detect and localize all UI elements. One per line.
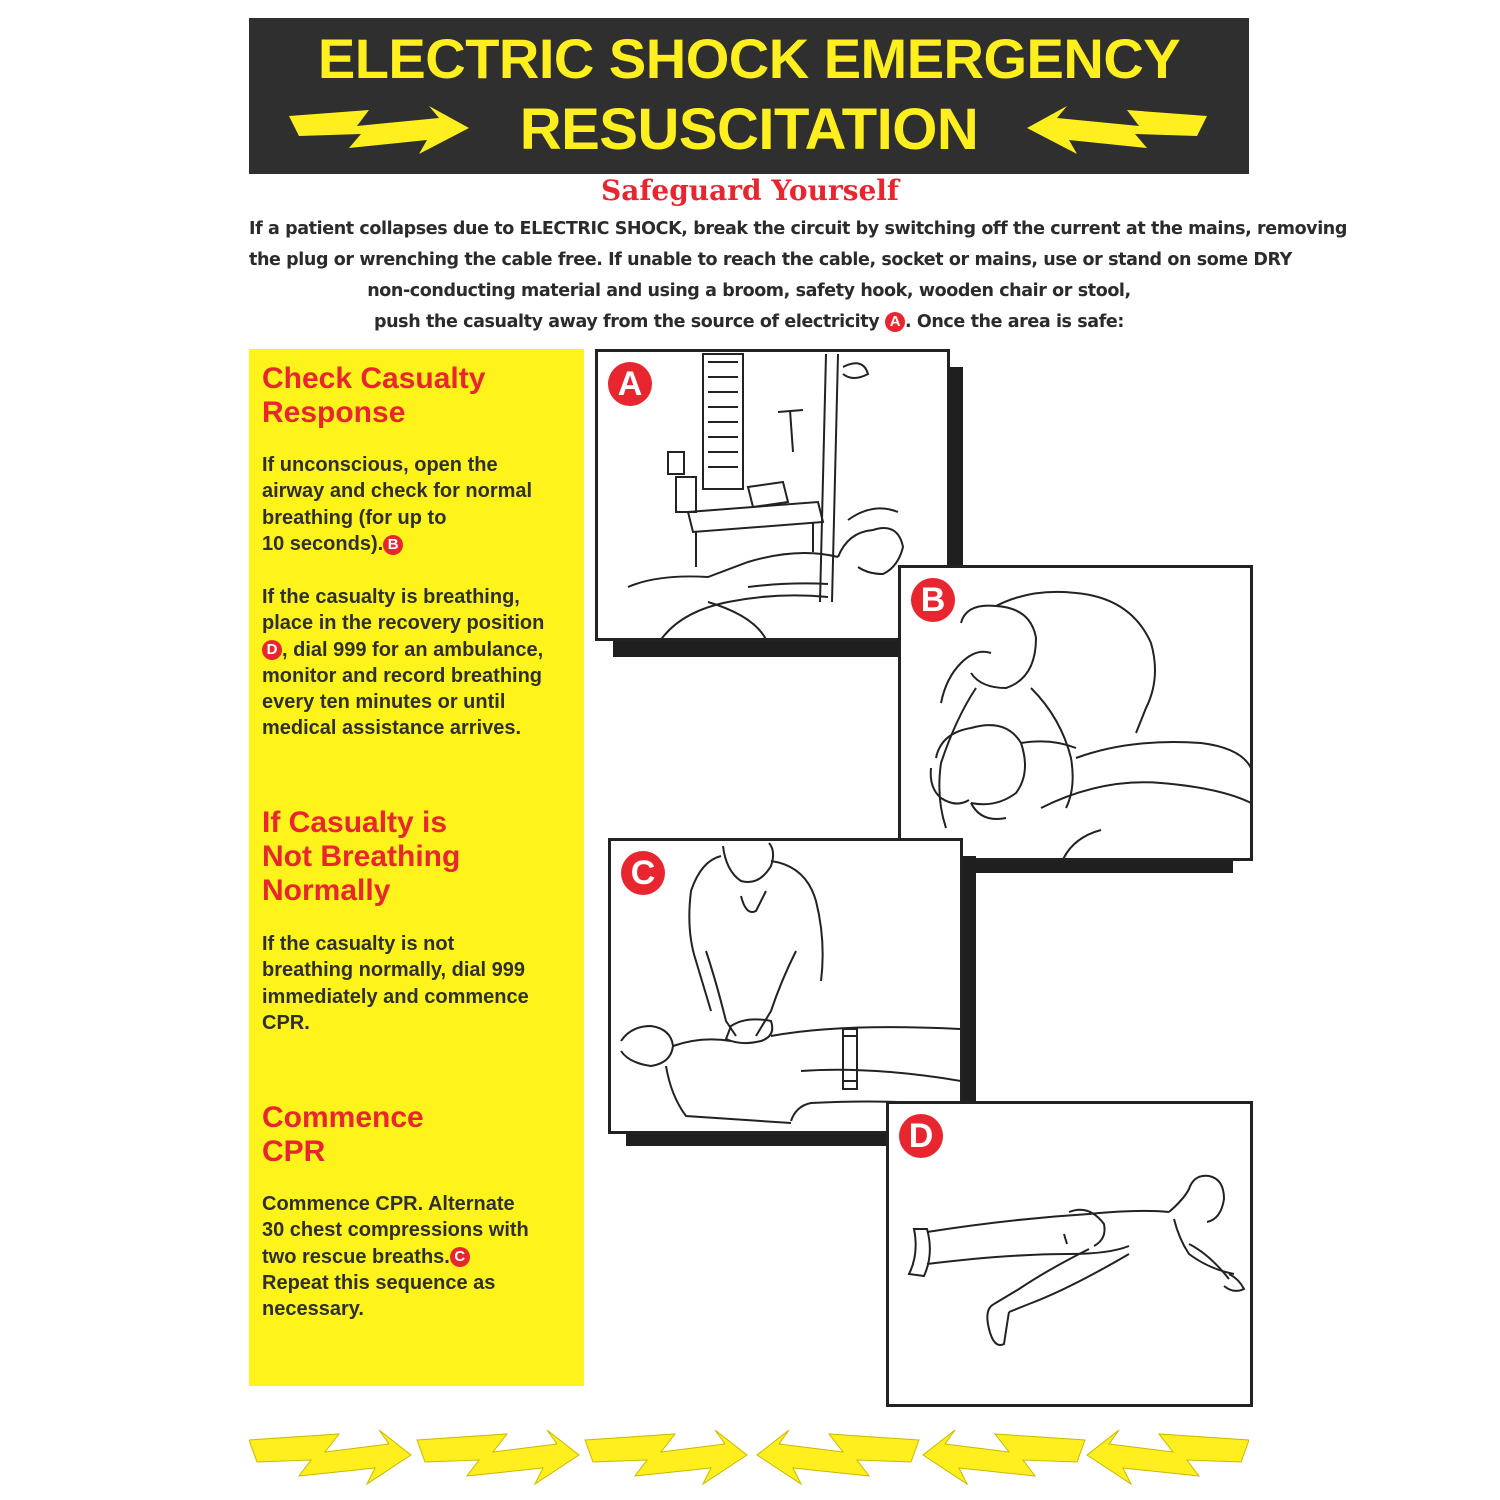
not-breathing-text: If the casualty is not breathing normall… [262, 931, 582, 1036]
recovery-position-text: If the casualty is breathing, place in t… [262, 584, 582, 742]
lightning-bolt-right-icon [289, 106, 469, 154]
heading-line: Check Casualty [262, 362, 486, 395]
illustration-b-label: B [911, 578, 955, 622]
body-line: CPR. [262, 1011, 310, 1034]
body-text: two rescue breaths. [262, 1245, 450, 1268]
body-line: necessary. [262, 1298, 364, 1321]
subtitle: Safeguard Yourself [601, 174, 899, 207]
body-line: every ten minutes or until [262, 691, 506, 714]
body-line: medical assistance arrives. [262, 717, 522, 740]
body-line: If the casualty is breathing, [262, 586, 520, 608]
illustration-b-frame: B [898, 565, 1253, 861]
step-badge-c: C [449, 1247, 470, 1268]
illustration-c-label: C [621, 851, 665, 895]
body-line: airway and check for normal [262, 480, 533, 503]
body-text: , dial 999 for an ambulance, [282, 638, 544, 661]
intro-line: non-conducting material and using a broo… [367, 281, 1131, 301]
body-line: 30 chest compressions with [262, 1219, 529, 1242]
body-line: If unconscious, open the [262, 454, 498, 476]
body-line: 10 seconds).B [262, 531, 582, 557]
body-line: place in the recovery position [262, 612, 545, 635]
body-line: Commence CPR. Alternate [262, 1193, 515, 1215]
heading-line: Commence [262, 1101, 424, 1134]
commence-cpr-heading: Commence CPR [262, 1101, 424, 1169]
remove-from-electricity-illustration [627, 353, 905, 638]
intro-text: push the casualty away from the source o… [374, 312, 880, 332]
body-line: breathing normally, dial 999 [262, 959, 526, 982]
illustration-a-label: A [608, 362, 652, 406]
check-airway-illustration [929, 590, 1250, 858]
body-line: monitor and record breathing [262, 664, 543, 687]
footer-lightning-bolts [249, 1429, 1249, 1485]
lightning-bolt-right-icon [584, 1429, 748, 1485]
lightning-bolt-left-icon [1086, 1429, 1249, 1485]
lightning-bolt-left-icon [756, 1429, 920, 1485]
header-banner: ELECTRIC SHOCK EMERGENCY RESUSCITATION [249, 18, 1249, 174]
illustration-d-frame: D [886, 1101, 1253, 1407]
lightning-bolt-left-icon [922, 1429, 1086, 1485]
illustration-c-frame: C [608, 838, 963, 1134]
body-text: 10 seconds). [262, 532, 384, 555]
step-badge-b: B [383, 534, 404, 555]
title-line-1: ELECTRIC SHOCK EMERGENCY [317, 27, 1181, 90]
body-line: immediately and commence [262, 985, 529, 1008]
heading-line: If Casualty is [262, 806, 448, 839]
check-response-text: If unconscious, open the airway and chec… [262, 452, 582, 557]
title-line-2: RESUSCITATION [519, 97, 979, 162]
body-line: breathing (for up to [262, 506, 447, 529]
intro-line: If a patient collapses due to ELECTRIC S… [249, 219, 1347, 239]
intro-line: the plug or wrenching the cable free. If… [249, 250, 1292, 270]
check-response-heading: Check Casualty Response [262, 362, 485, 430]
body-line: Repeat this sequence as [262, 1271, 496, 1294]
cpr-compressions-illustration [620, 842, 960, 1124]
commence-cpr-text: Commence CPR. Alternate 30 chest compres… [262, 1191, 582, 1322]
heading-line: Not Breathing [262, 840, 461, 873]
body-line: two rescue breaths.C [262, 1244, 582, 1270]
illustration-a-frame: A [595, 349, 950, 641]
step-badge-a: A [884, 312, 905, 332]
heading-line: CPR [262, 1135, 326, 1168]
lightning-bolt-right-icon [416, 1429, 580, 1485]
illustration-d-label: D [899, 1114, 943, 1158]
heading-line: Response [262, 396, 406, 429]
lightning-bolt-right-icon [249, 1429, 412, 1485]
step-badge-d: D [262, 640, 282, 661]
intro-paragraph: If a patient collapses due to ELECTRIC S… [249, 214, 1347, 338]
not-breathing-heading: If Casualty is Not Breathing Normally [262, 806, 460, 908]
instruction-panel: Check Casualty Response If unconscious, … [249, 349, 584, 1386]
intro-text: . Once the area is safe: [904, 312, 1124, 332]
body-line: If the casualty is not [262, 933, 455, 955]
intro-line: push the casualty away from the source o… [249, 307, 1249, 338]
body-line: D, dial 999 for an ambulance, [262, 637, 582, 663]
heading-line: Normally [262, 874, 391, 907]
recovery-position-illustration [907, 1174, 1246, 1346]
lightning-bolt-left-icon [1027, 106, 1207, 154]
